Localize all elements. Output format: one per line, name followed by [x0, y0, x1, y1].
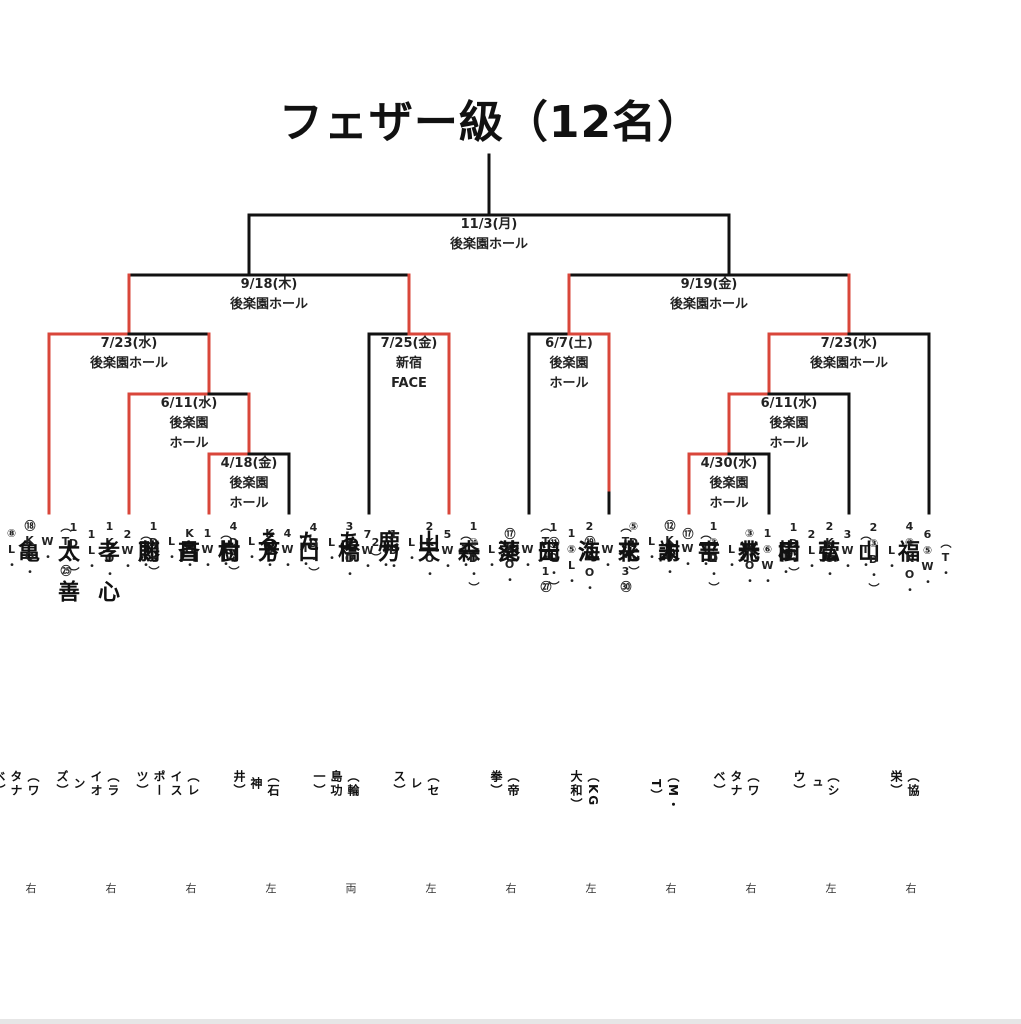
fighter-gym: （シュウ） — [792, 770, 840, 798]
fighter-name: 謝花海光 — [534, 540, 679, 580]
match-date: 4/18(金) — [220, 456, 278, 471]
match-venue-line1: 後楽園 — [549, 356, 589, 371]
fighter-gym: （ワタナベ） — [712, 770, 760, 798]
match-venue-line1: 新宿 — [395, 356, 422, 371]
fighter-record: （T・3W・2KO・2L・1D・） — [787, 520, 872, 582]
fighter-name: 斉藤孝太 — [54, 540, 199, 580]
match-qf-right-a: 6/7(土) 後楽園 ホール — [529, 334, 609, 394]
match-venue-line2: FACE — [391, 376, 427, 391]
fighter-stance: 右 — [505, 882, 517, 895]
match-venue: 後楽園ホール — [229, 297, 308, 312]
fighter-record: （T・1W・KO・L・1D・） — [147, 520, 232, 580]
match-date: 7/23(水) — [820, 336, 878, 351]
fighter-stance: 左 — [425, 882, 437, 895]
match-venue-line2: ホール — [769, 436, 809, 451]
bracket-title: フェザー級（12名） — [278, 97, 703, 148]
match-r1-left: 4/18(金) 後楽園 ホール — [209, 454, 289, 514]
fighter-name: 福山弘樹 — [774, 540, 919, 580]
match-venue-line2: ホール — [169, 436, 209, 451]
bottom-edge — [0, 1019, 1021, 1024]
fighter-stance: 左 — [265, 882, 277, 895]
match-r2-left: 6/11(水) 後楽園 ホール — [149, 394, 229, 454]
match-date: 6/11(水) — [760, 396, 818, 411]
fighter-stance: 右 — [185, 882, 197, 895]
fighter-name: 亀田昇吾 — [14, 540, 39, 580]
fighter-stance: 両 — [345, 882, 357, 895]
match-date: 6/11(水) — [160, 396, 218, 411]
match-qf-right-b: 7/23(水) 後楽園ホール — [789, 334, 909, 374]
match-venue-line2: ホール — [229, 496, 269, 511]
fighter-gym: （セレス） — [392, 770, 440, 798]
fighter-record: （T・⑰W・⑫KO・L・⑤D・） — [627, 520, 712, 580]
match-venue: 後楽園ホール — [809, 356, 888, 371]
fighter-stance: 左 — [825, 882, 837, 895]
fighter-record: （T・4W・KO・L・4D・） — [227, 520, 312, 580]
fighter-stance: 右 — [745, 882, 757, 895]
fighter-gym: （M・T） — [649, 770, 680, 812]
fighter-stance: 左 — [585, 882, 597, 895]
match-date: 4/30(水) — [700, 456, 758, 471]
fighter-name: 池森天力 — [374, 540, 519, 580]
fighter-record: （T・1㉗W・⑰KO・L・1⑩D・） — [467, 520, 552, 596]
fighter-name: 山鹿あたる — [254, 530, 439, 564]
fighter-record: （T・2W・1KO・1L・1D・） — [67, 520, 152, 582]
fighter-record: （T・3㉚W・2⑲KO・1⑤L・1⑪D・） — [547, 520, 632, 596]
fighter-stance: 右 — [905, 882, 917, 895]
fighter-name: 心善 — [54, 580, 119, 642]
match-venue-line1: 後楽園 — [709, 476, 749, 491]
fighter-stance: 右 — [25, 882, 37, 895]
fighter-gym: （ワタナベ） — [0, 770, 40, 798]
match-date: 7/25(金) — [380, 336, 438, 351]
fighter-stance: 右 — [105, 882, 117, 895]
fighter-name: 橋口芳樹 — [214, 540, 359, 580]
fighter-gym: （ライオンズ） — [55, 770, 120, 798]
fighter-record: （T・1⑥W・③KO・L・1③D・） — [707, 520, 792, 596]
fighter-record: （T・7W・3KO・L・4D・） — [307, 520, 392, 582]
fighter-gym: （石神井） — [232, 770, 280, 798]
fighter-gym: （帝拳） — [489, 770, 520, 798]
fighter-gym: （輪島功一） — [312, 770, 360, 798]
match-venue: 後楽園ホール — [89, 356, 168, 371]
match-date: 11/3(月) — [460, 217, 518, 232]
fighter-name: 江田葵一 — [454, 540, 599, 580]
match-final: 11/3(月) 後楽園ホール — [429, 215, 549, 255]
fighter-gym: （レイスポーツ） — [135, 770, 200, 798]
fighter-stance: 右 — [665, 882, 677, 895]
match-r2-right: 6/11(水) 後楽園 ホール — [749, 394, 829, 454]
match-qf-left-a: 7/23(水) 後楽園ホール — [69, 334, 189, 374]
match-venue-line2: ホール — [549, 376, 589, 391]
match-r1-right: 4/30(水) 後楽園 ホール — [689, 454, 769, 514]
match-date: 6/7(土) — [545, 336, 593, 351]
match-date: 9/19(金) — [680, 277, 738, 292]
tournament-bracket — [47, 153, 931, 515]
match-venue-line1: 後楽園 — [229, 476, 269, 491]
match-venue-line1: 後楽園 — [169, 416, 209, 431]
match-date: 9/18(木) — [240, 277, 298, 292]
match-qf-left-b: 7/25(金) 新宿 FACE — [369, 334, 449, 394]
match-venue: 後楽園ホール — [669, 297, 748, 312]
fighter-name: 光吉未来 — [614, 540, 759, 580]
fighter-name: 下村昌則 — [134, 540, 279, 580]
match-semi-right: 9/19(金) 後楽園ホール — [649, 275, 769, 315]
fighter-gym: （KG大和） — [569, 770, 600, 812]
fighter-gym: （協栄） — [889, 770, 920, 798]
match-date: 7/23(水) — [100, 336, 158, 351]
match-venue: 後楽園ホール — [449, 237, 528, 252]
fighter-record: （T・㉕W・⑱KO・⑧L・⑧D・） — [5, 520, 72, 580]
fighter-record: （T・5W・2KO・L・1D・2） — [369, 520, 472, 582]
fighter-record: （T・6⑤W・4②KO・L・2③D・） — [867, 520, 952, 598]
fighter-name: 菅田恭平 — [694, 540, 839, 580]
match-venue-line2: ホール — [709, 496, 749, 511]
match-venue-line1: 後楽園 — [769, 416, 809, 431]
match-semi-left: 9/18(木) 後楽園ホール — [209, 275, 329, 315]
